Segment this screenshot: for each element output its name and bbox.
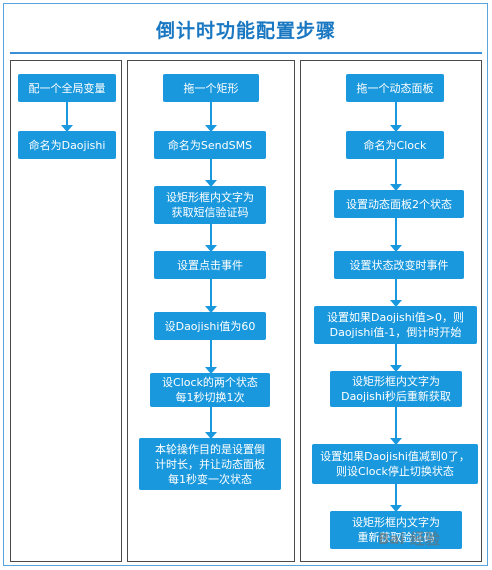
- arrow-rect-2: [205, 159, 217, 187]
- step-panel-4: 设置状态改变时事件: [334, 251, 464, 279]
- step-panel-8: 设矩形框内文字为 重新获取验证码: [330, 511, 462, 549]
- step-panel-3: 设置动态面板2个状态: [334, 190, 464, 218]
- step-panel-7: 设置如果Daojishi值减到0了， 则设Clock停止切换状态: [312, 444, 478, 484]
- arrow-panel-2: [390, 159, 402, 191]
- arrow-panel-6: [390, 407, 402, 445]
- diagram-title: 倒计时功能配置步骤: [155, 20, 336, 42]
- title-rule: [10, 52, 482, 54]
- step-rect-6: 设Clock的两个状态 每1秒切换1次: [150, 373, 270, 407]
- arrow-global-1: [61, 102, 73, 132]
- step-rect-1: 拖一个矩形: [163, 74, 259, 102]
- step-panel-6: 设矩形框内文字为 Daojishi秒后重新获取: [330, 371, 462, 407]
- diagram-frame: [3, 3, 488, 566]
- arrow-rect-5: [205, 340, 217, 374]
- step-rect-7: 本轮操作目的是设置倒 计时长，并让动态面板 每1秒变一次状态: [139, 438, 281, 490]
- arrow-panel-1: [390, 102, 402, 132]
- step-panel-1: 拖一个动态面板: [346, 74, 444, 102]
- arrow-panel-4: [390, 279, 402, 307]
- step-panel-5: 设置如果Daojishi值>0，则 Daojishi值-1，倒计时开始: [314, 306, 477, 344]
- column-dynamic-panel: [300, 60, 482, 562]
- step-global-1: 配一个全局变量: [18, 74, 116, 102]
- column-global-variable: [10, 60, 122, 562]
- step-rect-4: 设置点击事件: [154, 251, 266, 279]
- arrow-panel-5: [390, 344, 402, 372]
- step-rect-2: 命名为SendSMS: [154, 131, 266, 159]
- arrow-rect-3: [205, 224, 217, 252]
- arrow-panel-7: [390, 484, 402, 512]
- step-rect-3: 设矩形框内文字为 获取短信验证码: [154, 186, 266, 224]
- step-global-2: 命名为Daojishi: [18, 131, 116, 159]
- step-panel-2: 命名为Clock: [346, 131, 444, 159]
- column-rectangle: [127, 60, 295, 562]
- arrow-rect-4: [205, 279, 217, 313]
- arrow-rect-6: [205, 407, 217, 439]
- arrow-rect-1: [205, 102, 217, 132]
- baidu-jingyan-watermark: Bai 经验: [378, 530, 440, 548]
- arrow-panel-3: [390, 218, 402, 252]
- step-rect-5: 设Daojishi值为60: [154, 312, 266, 340]
